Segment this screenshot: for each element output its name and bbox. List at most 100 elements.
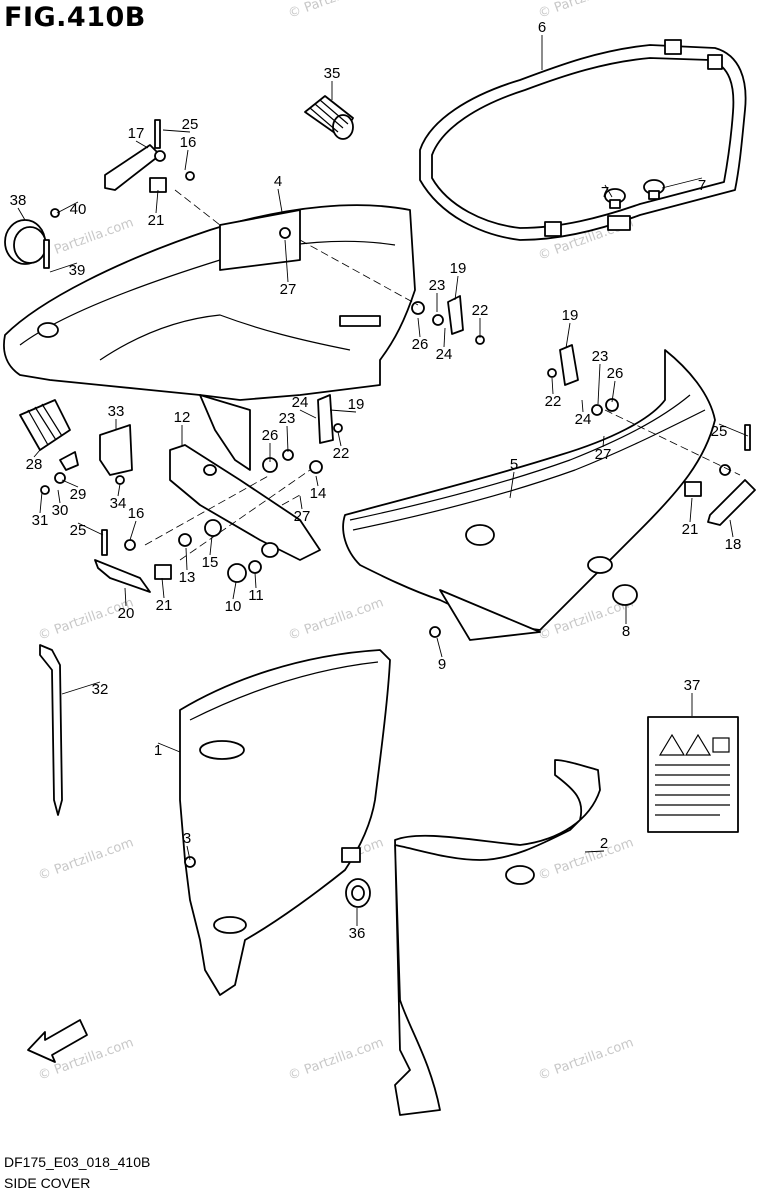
callout-26: 26 [262,427,279,444]
leader-line-2 [584,850,605,853]
callout-8: 8 [622,623,630,640]
callout-26: 26 [607,365,624,382]
leader-line-19 [454,275,459,301]
leader-line-28 [33,449,41,458]
part-5-side-cover [342,349,716,641]
leader-line-21 [689,497,693,523]
callout-7: 7 [601,184,609,201]
leader-line-3 [186,845,191,861]
leader-line-30 [57,489,61,504]
leader-line-20 [124,587,127,607]
leader-line-25 [718,423,749,437]
leader-line-7 [661,177,703,189]
callout-27: 27 [595,446,612,463]
leader-line-22 [551,377,554,395]
leader-line-26 [417,317,421,338]
leader-line-10 [232,581,237,600]
watermark-text: © Partzilla.com [36,835,135,883]
leader-line-11 [254,572,257,589]
callout-29: 29 [70,486,87,503]
leader-line-39 [49,262,78,273]
callout-17: 17 [128,125,145,142]
callout-26: 26 [412,336,429,353]
leader-line-25 [77,522,104,536]
part-12-bracket [169,444,321,561]
callout-27: 27 [280,281,297,298]
diagram-code: DF175_E03_018_410B [4,1154,151,1170]
callout-19: 19 [562,307,579,324]
callout-21: 21 [148,212,165,229]
callout-2: 2 [600,835,608,852]
callout-18: 18 [725,536,742,553]
leader-line-9 [436,637,443,658]
callout-4: 4 [274,173,282,190]
leader-line-18 [729,519,734,538]
leader-line-17 [135,140,149,149]
callout-21: 21 [682,521,699,538]
callout-15: 15 [202,554,219,571]
leader-line-5 [509,471,515,499]
callout-24: 24 [292,394,309,411]
part-38-band [4,219,47,265]
callout-31: 31 [32,512,49,529]
watermark-text: © Partzilla.com [286,0,385,22]
part-8-grommet [612,584,638,606]
callout-34: 34 [110,495,127,512]
watermark-text: © Partzilla.com [286,1035,385,1083]
callout-12: 12 [174,409,191,426]
callout-13: 13 [179,569,196,586]
callout-9: 9 [438,656,446,673]
callout-25: 25 [182,116,199,133]
callout-27: 27 [294,508,311,525]
part-6-seal-ring [419,39,747,241]
leader-lines [17,35,749,926]
callout-22: 22 [545,393,562,410]
callout-25: 25 [70,522,87,539]
callout-1: 1 [154,742,162,759]
part-18-handle [707,479,756,526]
callout-6: 6 [538,19,546,36]
watermark-text: © Partzilla.com [536,1035,635,1083]
callout-38: 38 [10,192,27,209]
part-35-plug [304,95,354,140]
part-17-handle [104,144,166,191]
callout-32: 32 [92,681,109,698]
part-28-bellows [19,399,71,451]
leader-line-25 [162,129,191,133]
leader-line-22 [337,431,342,447]
leader-line-38 [17,207,26,221]
leader-line-27 [284,239,289,283]
callout-40: 40 [70,201,87,218]
leader-line-40 [56,201,79,214]
callout-7: 7 [698,177,706,194]
hardware-group [40,119,751,868]
leader-line-26 [611,380,616,403]
leader-line-14 [315,475,319,487]
diagram-name: SIDE COVER [4,1175,91,1191]
leader-line-16 [129,520,137,541]
callout-14: 14 [310,485,327,502]
figure-title: FIG.410B [4,2,146,33]
callout-28: 28 [26,456,43,473]
leader-line-19 [565,322,571,349]
part-2-lower-cover-right [394,759,601,1116]
callout-11: 11 [248,587,264,604]
callout-22: 22 [472,302,489,319]
callout-10: 10 [225,598,242,615]
leader-line-32 [61,681,101,695]
part-32-cable-tie [39,644,63,816]
callout-25: 25 [711,423,728,440]
callout-24: 24 [436,346,453,363]
part-20-handle [94,559,151,593]
part-4-upper-side-cover [3,204,416,471]
callout-33: 33 [108,403,125,420]
leader-line-13 [185,547,188,571]
callout-3: 3 [183,830,191,847]
leader-line-7 [604,184,613,198]
leader-line-31 [39,491,43,514]
callout-21: 21 [156,597,173,614]
part-33-bracket [99,424,133,476]
leader-line-27 [299,495,303,510]
